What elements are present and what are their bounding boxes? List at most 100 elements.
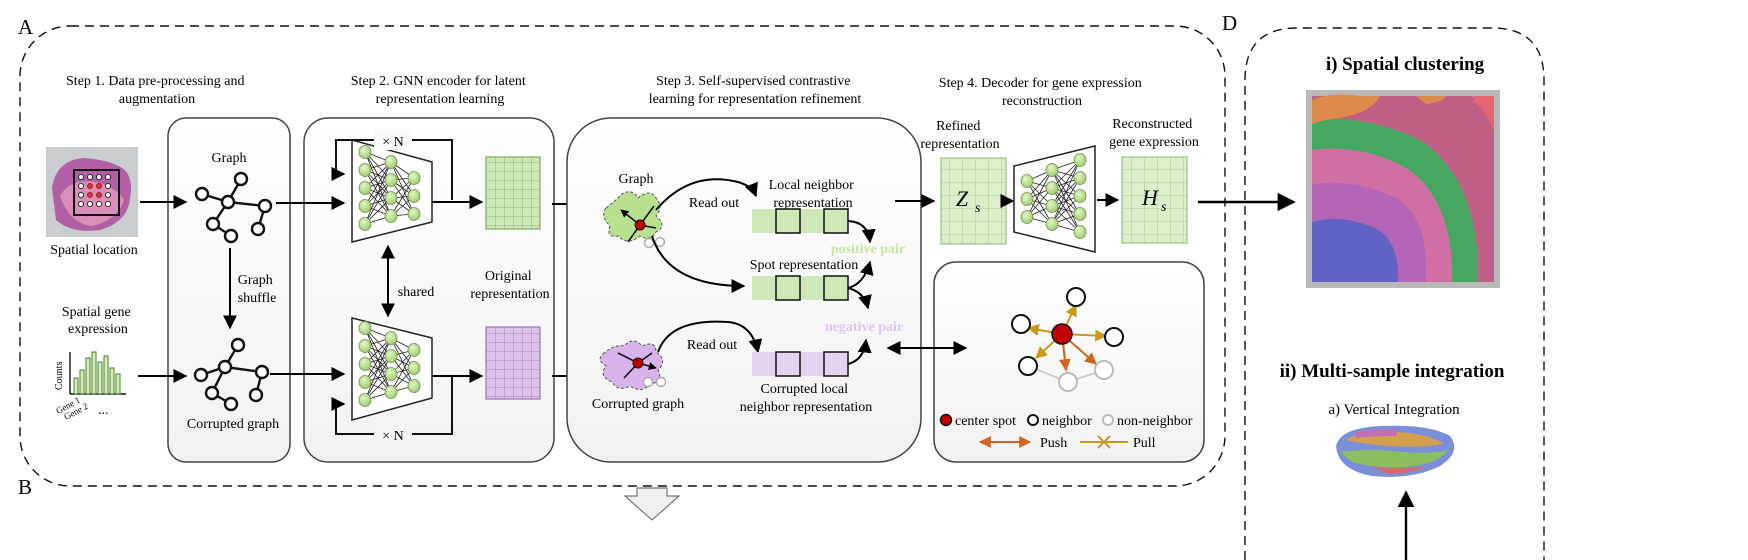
reconstructed-gene-expression-label: Reconstructed gene expression xyxy=(1109,117,1199,150)
read-out-top: Read out xyxy=(689,196,739,211)
pull-legend-label: Pull xyxy=(1133,436,1156,451)
svg-text:Z: Z xyxy=(956,186,969,211)
step3-corrupted-graph-label: Corrupted graph xyxy=(592,397,684,412)
times-n-bottom-text: × N xyxy=(382,429,404,444)
network-node xyxy=(1045,181,1059,195)
step1-title: Step 1. Data pre-processing and augmenta… xyxy=(66,74,248,107)
network-node xyxy=(358,163,372,177)
readout-arrow-top xyxy=(655,178,758,211)
network-node xyxy=(358,357,372,371)
corrupted-graph-label-step1: Corrupted graph xyxy=(187,417,279,432)
network-node xyxy=(384,385,398,399)
spatial-location-image xyxy=(46,147,138,237)
network-node xyxy=(1073,189,1087,203)
multi-sample-integration-title: ii) Multi-sample integration xyxy=(1280,361,1505,382)
spatial-gene-expression-label: Spatial gene expression xyxy=(62,305,134,337)
network-node xyxy=(358,217,372,231)
refined-representation-label: Refined representation xyxy=(920,119,999,152)
network-node xyxy=(384,349,398,363)
panel-a-frame xyxy=(19,25,1226,487)
network-node xyxy=(1073,171,1087,185)
spot-representation-vector xyxy=(752,275,849,301)
network-node xyxy=(358,145,372,159)
network-node xyxy=(384,155,398,169)
panel-label-a: A xyxy=(18,15,34,39)
negative-pair-arrow-spot xyxy=(847,287,872,310)
corrupted-local-label: Corrupted local neighbor representation xyxy=(740,382,873,415)
z-s-matrix: Z s xyxy=(940,157,1007,245)
network-node xyxy=(358,393,372,407)
local-neighbor-vector xyxy=(752,208,849,234)
network-node xyxy=(1045,163,1059,177)
push-pull-diagram xyxy=(1011,287,1124,392)
network-node xyxy=(358,375,372,389)
network-node xyxy=(1073,225,1087,239)
spatial-clustering-image xyxy=(1306,90,1500,288)
panel-d-frame xyxy=(1244,27,1545,560)
network-node xyxy=(1073,207,1087,221)
vertical-integration-image xyxy=(1336,425,1455,477)
positive-pair-arrow-spot xyxy=(847,260,874,289)
network-node xyxy=(384,173,398,187)
graph-label: Graph xyxy=(212,151,247,166)
read-out-bottom: Read out xyxy=(687,338,737,353)
spot-arrow xyxy=(651,235,746,293)
original-representation-label: Original representation xyxy=(470,269,549,302)
network-node xyxy=(358,199,372,213)
graph-blob-green xyxy=(603,191,666,249)
step4-title: Step 4. Decoder for gene expression reco… xyxy=(939,76,1145,109)
network-node xyxy=(384,191,398,205)
gene-expression-bar-chart: Counts Gene 1 Gene 2 ... xyxy=(54,351,126,422)
negative-pair-label: negative pair xyxy=(825,320,903,335)
positive-pair-label: positive pair xyxy=(831,242,905,257)
spatial-location-label: Spatial location xyxy=(50,243,137,258)
panel-label-b: B xyxy=(18,475,32,499)
negative-pair-arrow-corrupted xyxy=(847,338,872,365)
svg-text:H: H xyxy=(1141,185,1159,210)
gnn-encoder-top xyxy=(351,139,433,243)
graph-shuffle-label: Graph shuffle xyxy=(238,273,277,306)
readout-arrow-bottom xyxy=(657,320,763,354)
times-n-top-text: × N xyxy=(382,135,404,150)
gnn-decoder xyxy=(1013,145,1096,253)
graph-icon xyxy=(194,171,273,244)
network-node xyxy=(1045,199,1059,213)
svg-text:s: s xyxy=(975,201,981,216)
step3-title: Step 3. Self-supervised contrastive lear… xyxy=(649,74,862,107)
non-neighbor-legend-label: non-neighbor xyxy=(1117,414,1193,429)
corrupted-graph-icon xyxy=(193,337,270,412)
local-neighbor-label: Local neighbor representation xyxy=(769,178,858,211)
pull-legend-icon xyxy=(1080,435,1128,449)
corrupted-local-vector xyxy=(752,351,849,377)
network-node xyxy=(407,343,421,357)
neighbor-legend-icon xyxy=(1027,414,1039,426)
network-node xyxy=(1020,210,1034,224)
spot-representation-label: Spot representation xyxy=(750,258,858,273)
network-node xyxy=(407,189,421,203)
positive-pair-arrow-top xyxy=(847,220,876,244)
network-node xyxy=(358,181,372,195)
spatial-clustering-title: i) Spatial clustering xyxy=(1326,54,1485,75)
graph-blob-purple xyxy=(599,340,667,390)
network-node xyxy=(384,331,398,345)
center-spot-legend-label: center spot xyxy=(955,414,1016,429)
step2-title: Step 2. GNN encoder for latent represent… xyxy=(351,74,529,107)
network-node xyxy=(1020,174,1034,188)
gnn-encoder-bottom xyxy=(351,317,433,421)
network-node xyxy=(407,361,421,375)
original-representation-matrix-bottom xyxy=(485,326,541,400)
network-node xyxy=(407,379,421,393)
network-node xyxy=(1045,217,1059,231)
panel-label-d: D xyxy=(1222,11,1237,35)
non-neighbor-legend-icon xyxy=(1102,414,1114,426)
svg-text:...: ... xyxy=(98,403,109,418)
network-node xyxy=(1073,153,1087,167)
neighbor-legend-label: neighbor xyxy=(1042,414,1092,429)
network-node xyxy=(407,171,421,185)
shared-label: shared xyxy=(398,285,435,300)
network-node xyxy=(384,209,398,223)
svg-text:Counts: Counts xyxy=(54,362,65,390)
push-legend-label: Push xyxy=(1040,436,1067,451)
repeat-loop-bottom xyxy=(331,376,453,435)
original-representation-matrix-top xyxy=(485,156,541,230)
